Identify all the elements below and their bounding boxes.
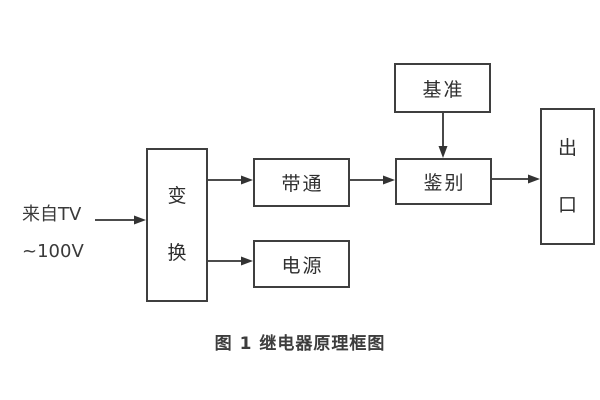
block-transform: 变换 bbox=[146, 148, 208, 302]
arrow-discriminate-to-outlet bbox=[492, 174, 540, 184]
input-source-line2: ~100V bbox=[22, 241, 84, 262]
arrow-input-to-transform bbox=[95, 215, 146, 225]
block-discriminate-label: 鉴别 bbox=[423, 172, 466, 194]
block-reference-label: 基准 bbox=[422, 78, 465, 101]
arrow-transform-to-bandpass bbox=[208, 175, 253, 185]
arrow-bandpass-to-discriminate bbox=[350, 175, 395, 185]
block-bandpass-label: 带通 bbox=[281, 173, 324, 195]
input-source-line1: 来自TV bbox=[22, 204, 82, 225]
block-bandpass: 带通 bbox=[253, 158, 350, 207]
block-outlet: 出口 bbox=[540, 108, 595, 245]
block-power: 电源 bbox=[253, 240, 350, 288]
block-transform-label: 变换 bbox=[167, 185, 187, 264]
block-power-label: 电源 bbox=[281, 254, 324, 277]
block-reference: 基准 bbox=[394, 63, 491, 113]
arrow-transform-to-power bbox=[208, 256, 253, 266]
input-source-label: 来自TV ~100V bbox=[22, 196, 84, 270]
block-discriminate: 鉴别 bbox=[395, 158, 492, 205]
block-outlet-label: 出口 bbox=[557, 137, 577, 216]
arrow-reference-to-discriminate bbox=[438, 113, 448, 158]
figure-caption: 图 1 继电器原理框图 bbox=[214, 334, 386, 354]
